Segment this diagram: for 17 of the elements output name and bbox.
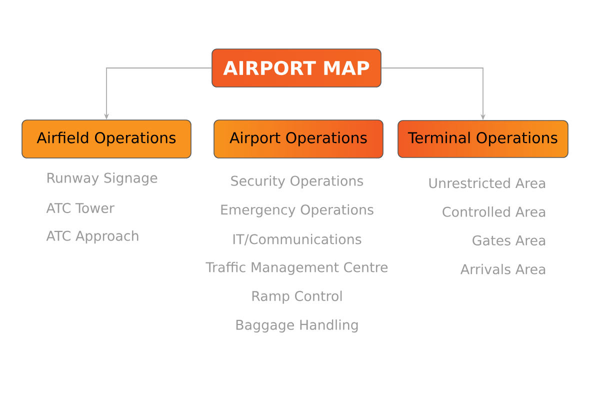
list-item: Arrivals Area [460,264,546,274]
list-item: ATC Tower [46,202,114,214]
category-box: Terminal Operations [398,120,568,158]
list-item: Security Operations [231,176,364,189]
list-item: Baggage Handling [236,320,358,333]
list-item: IT/Communications [233,234,362,246]
list-item: Runway Signage [48,172,158,186]
list-item: Controlled Area [442,206,546,217]
title-box: AIRPORT MAP [212,48,382,88]
list-item: Unrestricted Area [429,178,546,188]
list-item: ATC Approach [46,230,138,244]
list-item: Ramp Control [252,290,342,304]
list-item: Traffic Management Centre [206,262,388,275]
category-box: Airfield Operations [22,120,192,158]
list-item: Emergency Operations [221,204,374,218]
list-item: Gates Area [472,235,546,246]
category-box: Airport Operations [214,120,384,158]
